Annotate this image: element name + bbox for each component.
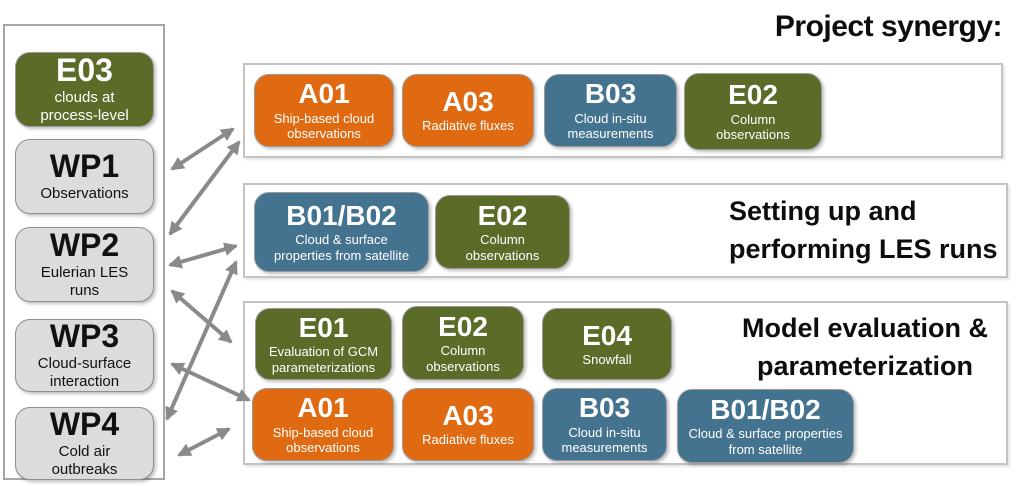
node-label: Observations xyxy=(40,185,129,203)
node-code: E02 xyxy=(477,199,528,231)
arrow-wp4-model xyxy=(177,427,231,457)
node-label: Cloud in-situ measurements xyxy=(567,110,654,142)
node-code: A03 xyxy=(442,400,494,431)
node-code: B03 xyxy=(578,392,631,424)
node-code: E04 xyxy=(582,319,632,351)
node-label: Cloud in-situ measurements xyxy=(561,424,648,456)
node-label: Cloud & surface properties from satellit… xyxy=(273,232,410,263)
group-caption-les: Setting up and performing LES runs xyxy=(729,193,1014,269)
project-box-b01-b02: B01/B02 Cloud & surface properties from … xyxy=(254,192,429,272)
project-box-a01: A01 Ship-based cloud observations xyxy=(252,388,394,461)
node-label: Snowfall xyxy=(582,351,632,367)
node-code: WP3 xyxy=(49,317,120,354)
node-label: clouds at process-level xyxy=(40,89,129,125)
project-box-e01: E01 Evaluation of GCM parameterizations xyxy=(255,308,392,380)
node-label: Column observations xyxy=(426,343,500,374)
node-label: Eulerian LES runs xyxy=(40,264,129,300)
node-code: E02 xyxy=(728,79,778,111)
node-label: Cloud & surface properties from satellit… xyxy=(688,426,843,457)
node-code: WP2 xyxy=(49,226,120,263)
project-box-b03: B03 Cloud in-situ measurements xyxy=(544,74,677,147)
node-label: Ship-based cloud observations xyxy=(273,110,375,142)
node-label: Radiative fluxes xyxy=(422,432,514,448)
node-label: Ship-based cloud observations xyxy=(272,424,374,456)
group-observations-projects: A01 Ship-based cloud observations A03 Ra… xyxy=(243,63,1003,158)
node-code: E01 xyxy=(298,311,349,343)
node-label: Column observations xyxy=(716,111,790,143)
project-box-b03: B03 Cloud in-situ measurements xyxy=(542,388,667,461)
project-box-b01-b02: B01/B02 Cloud & surface properties from … xyxy=(677,389,854,463)
sidebar-item-wp3: WP3 Cloud-surface interaction xyxy=(15,319,154,392)
node-code: A01 xyxy=(297,392,349,424)
node-code: B03 xyxy=(584,78,637,110)
arrow-wp3-model xyxy=(170,362,251,402)
page-title: Project synergy: xyxy=(774,10,1003,43)
node-label: Cold air outbreaks xyxy=(51,443,118,479)
sidebar-item-wp2: WP2 Eulerian LES runs xyxy=(15,227,154,302)
sidebar-item-wp4: WP4 Cold air outbreaks xyxy=(15,407,154,480)
node-label: Radiative fluxes xyxy=(422,118,514,134)
project-box-e02: E02 Column observations xyxy=(684,73,822,150)
node-code: E02 xyxy=(438,310,488,342)
project-box-e02: E02 Column observations xyxy=(435,195,570,269)
arrow-wp2-les xyxy=(168,242,238,269)
arrow-wp2-observations xyxy=(168,140,241,236)
node-label: Evaluation of GCM parameterizations xyxy=(268,344,379,375)
project-box-e04: E04 Snowfall xyxy=(542,308,672,380)
project-box-a01: A01 Ship-based cloud observations xyxy=(254,74,394,147)
project-box-a03: A03 Radiative fluxes xyxy=(402,388,534,461)
sidebar-item-wp1: WP1 Observations xyxy=(15,139,154,214)
node-code: A01 xyxy=(298,78,350,110)
project-box-a03: A03 Radiative fluxes xyxy=(402,74,534,147)
arrow-wp1-observations xyxy=(170,127,235,171)
group-les-projects: B01/B02 Cloud & surface properties from … xyxy=(243,183,1008,278)
group-model-projects: E01 Evaluation of GCM parameterizations … xyxy=(243,301,1008,465)
caption-line: Setting up and xyxy=(729,196,917,226)
node-code: WP4 xyxy=(49,405,120,442)
caption-line: Model evaluation & xyxy=(741,313,989,343)
node-code: B01/B02 xyxy=(286,199,397,231)
sidebar-item-e03: E03 clouds at process-level xyxy=(15,52,154,127)
node-code: WP1 xyxy=(49,147,120,184)
node-code: A03 xyxy=(442,86,494,117)
arrow-wp4-les xyxy=(165,260,238,421)
group-caption-model: Model evaluation & parameterization xyxy=(715,310,1015,386)
project-box-e02: E02 Column observations xyxy=(402,306,524,380)
caption-line: parameterization xyxy=(756,350,974,381)
node-label: Cloud-surface interaction xyxy=(37,355,132,391)
node-code: B01/B02 xyxy=(710,393,821,425)
arrow-wp2-model xyxy=(170,289,233,344)
caption-line: performing LES runs xyxy=(729,233,998,264)
wp-sidebar: E03 clouds at process-level WP1 Observat… xyxy=(3,24,165,480)
node-label: Column observations xyxy=(465,232,540,263)
node-code: E03 xyxy=(56,51,113,88)
